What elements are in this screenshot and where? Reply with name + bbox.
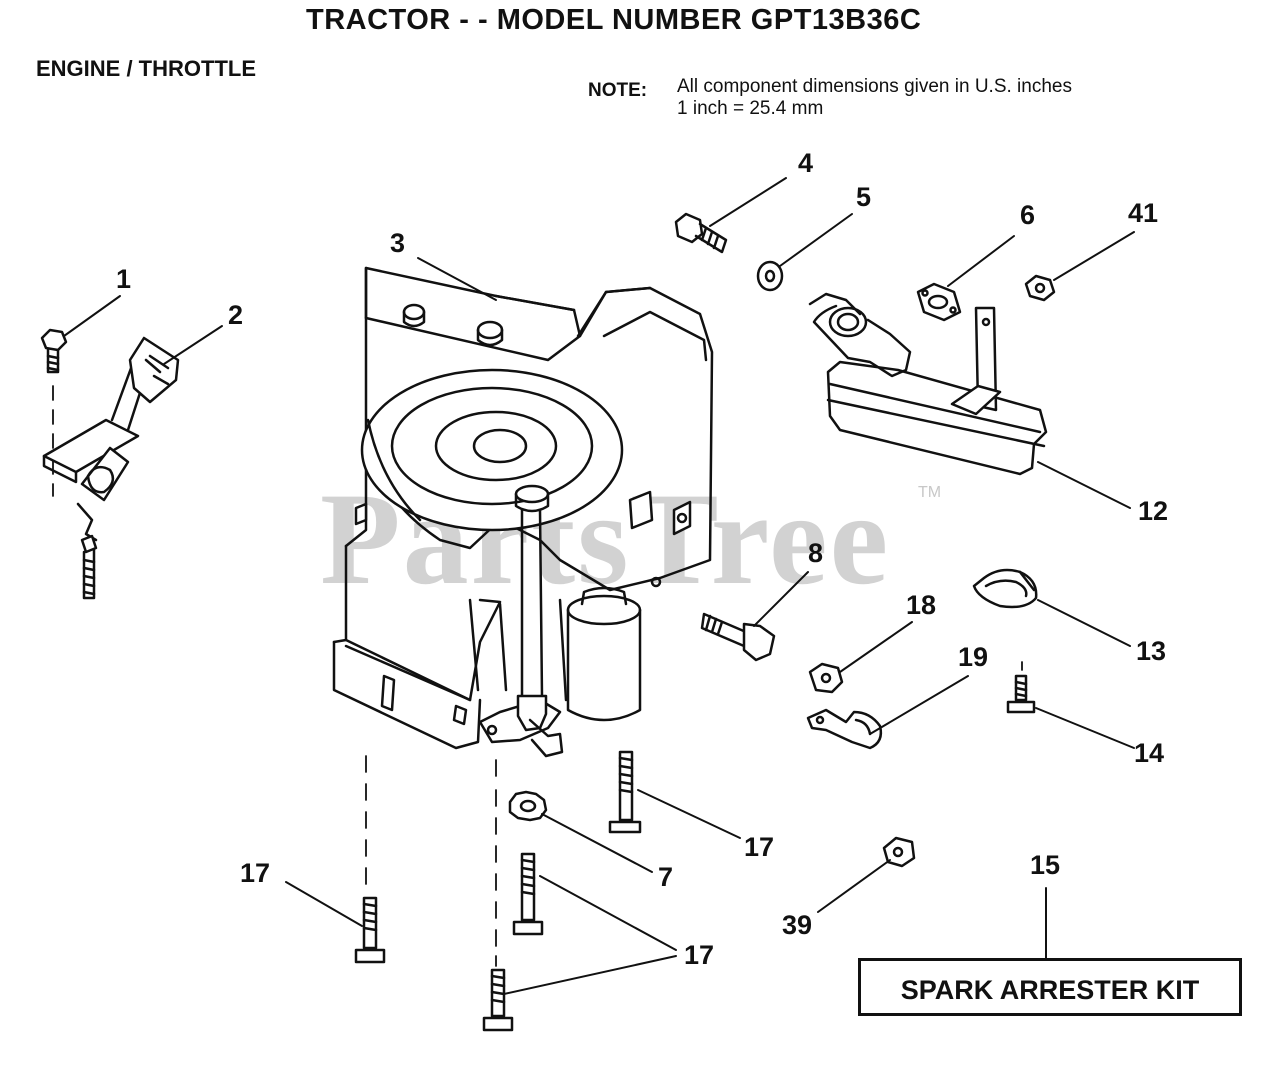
callout-1: 1 <box>116 264 132 294</box>
part-17-bolt-a[interactable] <box>608 750 642 834</box>
callout-2: 2 <box>228 300 244 330</box>
note-label: NOTE: <box>588 80 648 101</box>
callout-8: 8 <box>808 538 824 568</box>
part-17-bolt-c[interactable] <box>354 896 386 964</box>
callout-13: 13 <box>1136 636 1167 666</box>
part-8-bolt[interactable] <box>700 612 776 662</box>
leader-lines <box>63 177 1135 995</box>
callout-17-bottom: 17 <box>684 940 715 970</box>
part-19-clamp[interactable] <box>806 708 883 750</box>
note-text: All component dimensions given in U.S. i… <box>677 76 1072 119</box>
watermark-trademark: TM <box>918 484 942 501</box>
part-1-bolt[interactable] <box>40 328 68 374</box>
spark-arrester-kit-box[interactable]: SPARK ARRESTER KIT <box>858 958 1242 1016</box>
part-13-spark-arrester-screen[interactable] <box>972 568 1038 609</box>
part-17-bolt-b[interactable] <box>512 852 544 936</box>
part-41-nut[interactable] <box>1024 274 1056 302</box>
callout-17-left: 17 <box>240 858 271 888</box>
part-5-washer[interactable] <box>756 260 784 292</box>
callout-4: 4 <box>798 148 814 178</box>
callout-14: 14 <box>1134 738 1165 768</box>
part-12-muffler[interactable] <box>808 292 1048 476</box>
part-17-bolt-d[interactable] <box>482 968 514 1032</box>
callout-39: 39 <box>782 910 813 940</box>
callout-12: 12 <box>1138 496 1169 526</box>
callout-15: 15 <box>1030 850 1061 880</box>
callout-19: 19 <box>958 642 989 672</box>
part-14-screw[interactable] <box>1006 674 1036 714</box>
callout-7: 7 <box>658 862 674 892</box>
callout-41: 41 <box>1128 198 1159 228</box>
callout-18: 18 <box>906 590 937 620</box>
spark-arrester-kit-label: SPARK ARRESTER KIT <box>900 975 1200 1005</box>
callout-6: 6 <box>1020 200 1036 230</box>
part-18-nut[interactable] <box>808 662 844 694</box>
callout-17-right: 17 <box>744 832 775 862</box>
part-2-throttle-control[interactable] <box>42 336 180 600</box>
callout-5: 5 <box>856 182 872 212</box>
callout-3: 3 <box>390 228 406 258</box>
part-4-bolt[interactable] <box>674 212 728 254</box>
part-3-engine[interactable] <box>332 266 714 758</box>
diagram-title: TRACTOR - - MODEL NUMBER GPT13B36C <box>306 4 922 36</box>
part-7-lock-washer[interactable] <box>508 790 548 822</box>
section-title: ENGINE / THROTTLE <box>36 56 256 81</box>
part-6-gasket[interactable] <box>916 282 962 322</box>
